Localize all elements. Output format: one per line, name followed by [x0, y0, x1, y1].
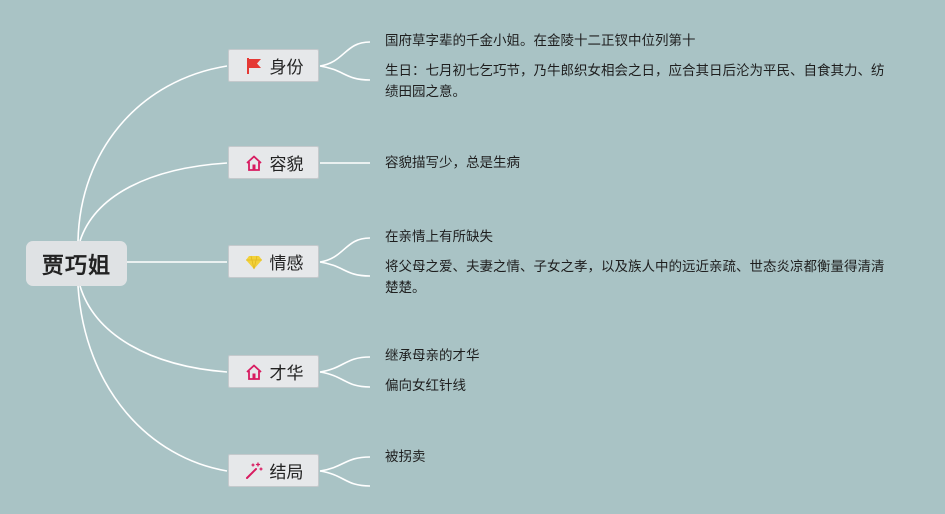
link-root-ending: [77, 285, 228, 472]
leaf-appearance-1: 容貌描写少，总是生病: [385, 155, 520, 171]
leaf-identity-1: 国府草字辈的千金小姐。在金陵十二正钗中位列第十: [385, 33, 696, 49]
root-label: 贾巧姐: [41, 253, 111, 279]
magic-wand-icon: [244, 461, 264, 481]
leaf-ending-1: 被拐卖: [385, 449, 426, 465]
leaf-talent-2: 偏向女红针线: [385, 378, 466, 394]
leaf-emotion-1: 在亲情上有所缺失: [385, 229, 493, 245]
link-emotion-1: [319, 237, 371, 263]
link-identity-1: [319, 41, 371, 67]
leaf-emotion-2: 将父母之爱、夫妻之情、子女之孝，以及族人中的远近亲疏、世态炎凉都衡量得清清楚楚。: [385, 259, 885, 296]
root-node[interactable]: 贾巧姐: [26, 241, 127, 286]
branch-talent[interactable]: 才华: [228, 355, 319, 388]
branch-label: 身份: [269, 58, 304, 78]
link-root-appearance: [79, 162, 228, 242]
branch-emotion[interactable]: 情感: [228, 245, 319, 278]
link-emotion-2: [319, 261, 371, 277]
home-icon: [244, 362, 264, 382]
diamond-icon: [244, 252, 264, 272]
home-icon: [244, 153, 264, 173]
link-root-talent: [79, 285, 228, 373]
flag-icon: [244, 56, 264, 76]
branch-appearance[interactable]: 容貌: [228, 146, 319, 179]
leaf-talent-1: 继承母亲的才华: [385, 348, 480, 364]
branch-label: 情感: [269, 254, 304, 274]
link-ending-1: [319, 456, 371, 472]
link-talent-2: [319, 371, 371, 388]
branch-identity[interactable]: 身份: [228, 49, 319, 82]
link-ending-2: [319, 470, 371, 487]
link-identity-2: [319, 65, 371, 81]
branch-label: 结局: [269, 463, 304, 483]
link-talent-1: [319, 356, 371, 373]
link-root-identity: [77, 65, 228, 242]
branch-ending[interactable]: 结局: [228, 454, 319, 487]
branch-label: 容貌: [269, 155, 304, 175]
leaf-identity-2: 生日：七月初七乞巧节，乃牛郎织女相会之日，应合其日后沦为平民、自食其力、纺绩田园…: [385, 63, 885, 100]
branch-label: 才华: [269, 364, 304, 384]
